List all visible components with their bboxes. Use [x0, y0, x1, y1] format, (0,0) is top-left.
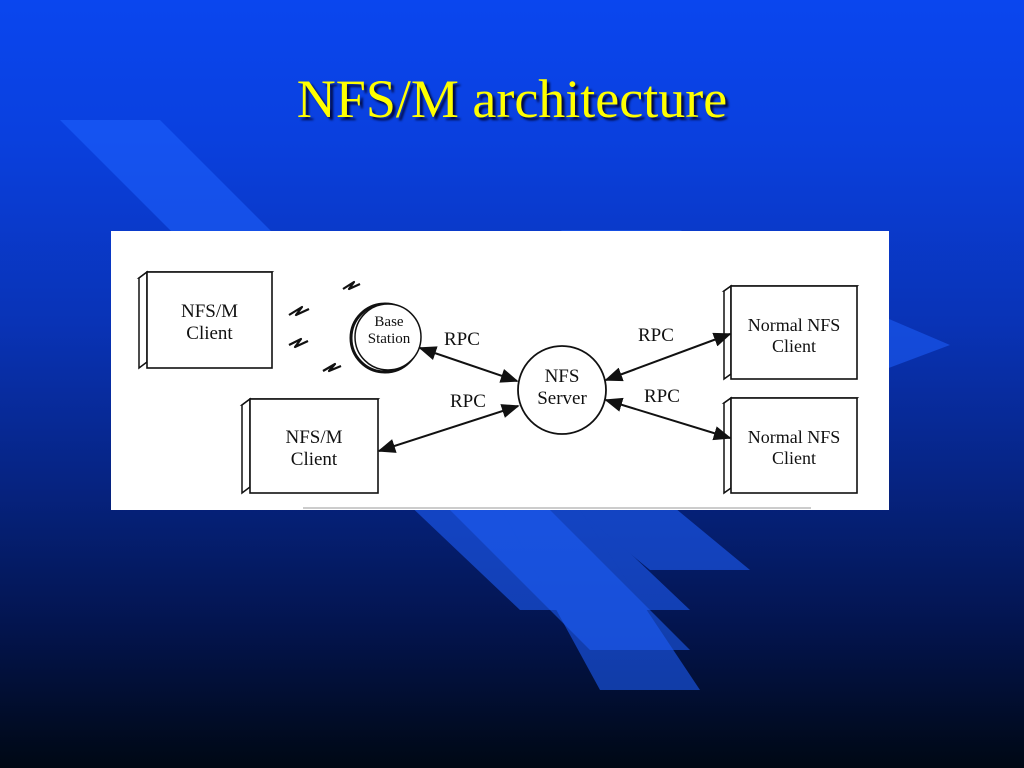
arrow-server-normal-bottom	[604, 397, 732, 441]
nfsm-client-top-box	[136, 270, 275, 370]
nfs-server-node	[517, 345, 607, 435]
base-station-node	[349, 302, 422, 374]
nfs-server-label: NFS Server	[537, 366, 587, 409]
rpc-label-normal-top: RPC	[638, 325, 674, 346]
slide-title: NFS/M architecture	[296, 69, 728, 129]
arrow-server-normal-top	[604, 332, 732, 382]
nfsm-client-bottom-label: NFS/M Client	[285, 427, 343, 470]
rpc-label-normal-bottom: RPC	[644, 386, 680, 407]
architecture-diagram: NFS/M Client Base Station NFS/M Client N…	[111, 231, 889, 510]
nfsm-client-bottom-box	[239, 397, 381, 495]
rpc-label-base-station: RPC	[444, 329, 480, 350]
rpc-label-bottom-client: RPC	[450, 391, 486, 412]
diagram-graphics	[136, 270, 860, 509]
nfsm-client-top-label: NFS/M Client	[180, 301, 239, 344]
normal-client-top-label: Normal NFS Client	[747, 315, 841, 356]
normal-client-top-box	[721, 284, 860, 381]
wireless-signal-icon	[288, 280, 361, 373]
rpc-connection-arrows	[377, 332, 732, 453]
normal-client-bottom-label: Normal NFS Client	[747, 427, 841, 468]
normal-client-bottom-box	[721, 396, 860, 495]
arrow-client-server	[377, 404, 520, 453]
base-station-label: Base Station	[367, 314, 411, 348]
arrow-base-station-server	[418, 346, 519, 383]
